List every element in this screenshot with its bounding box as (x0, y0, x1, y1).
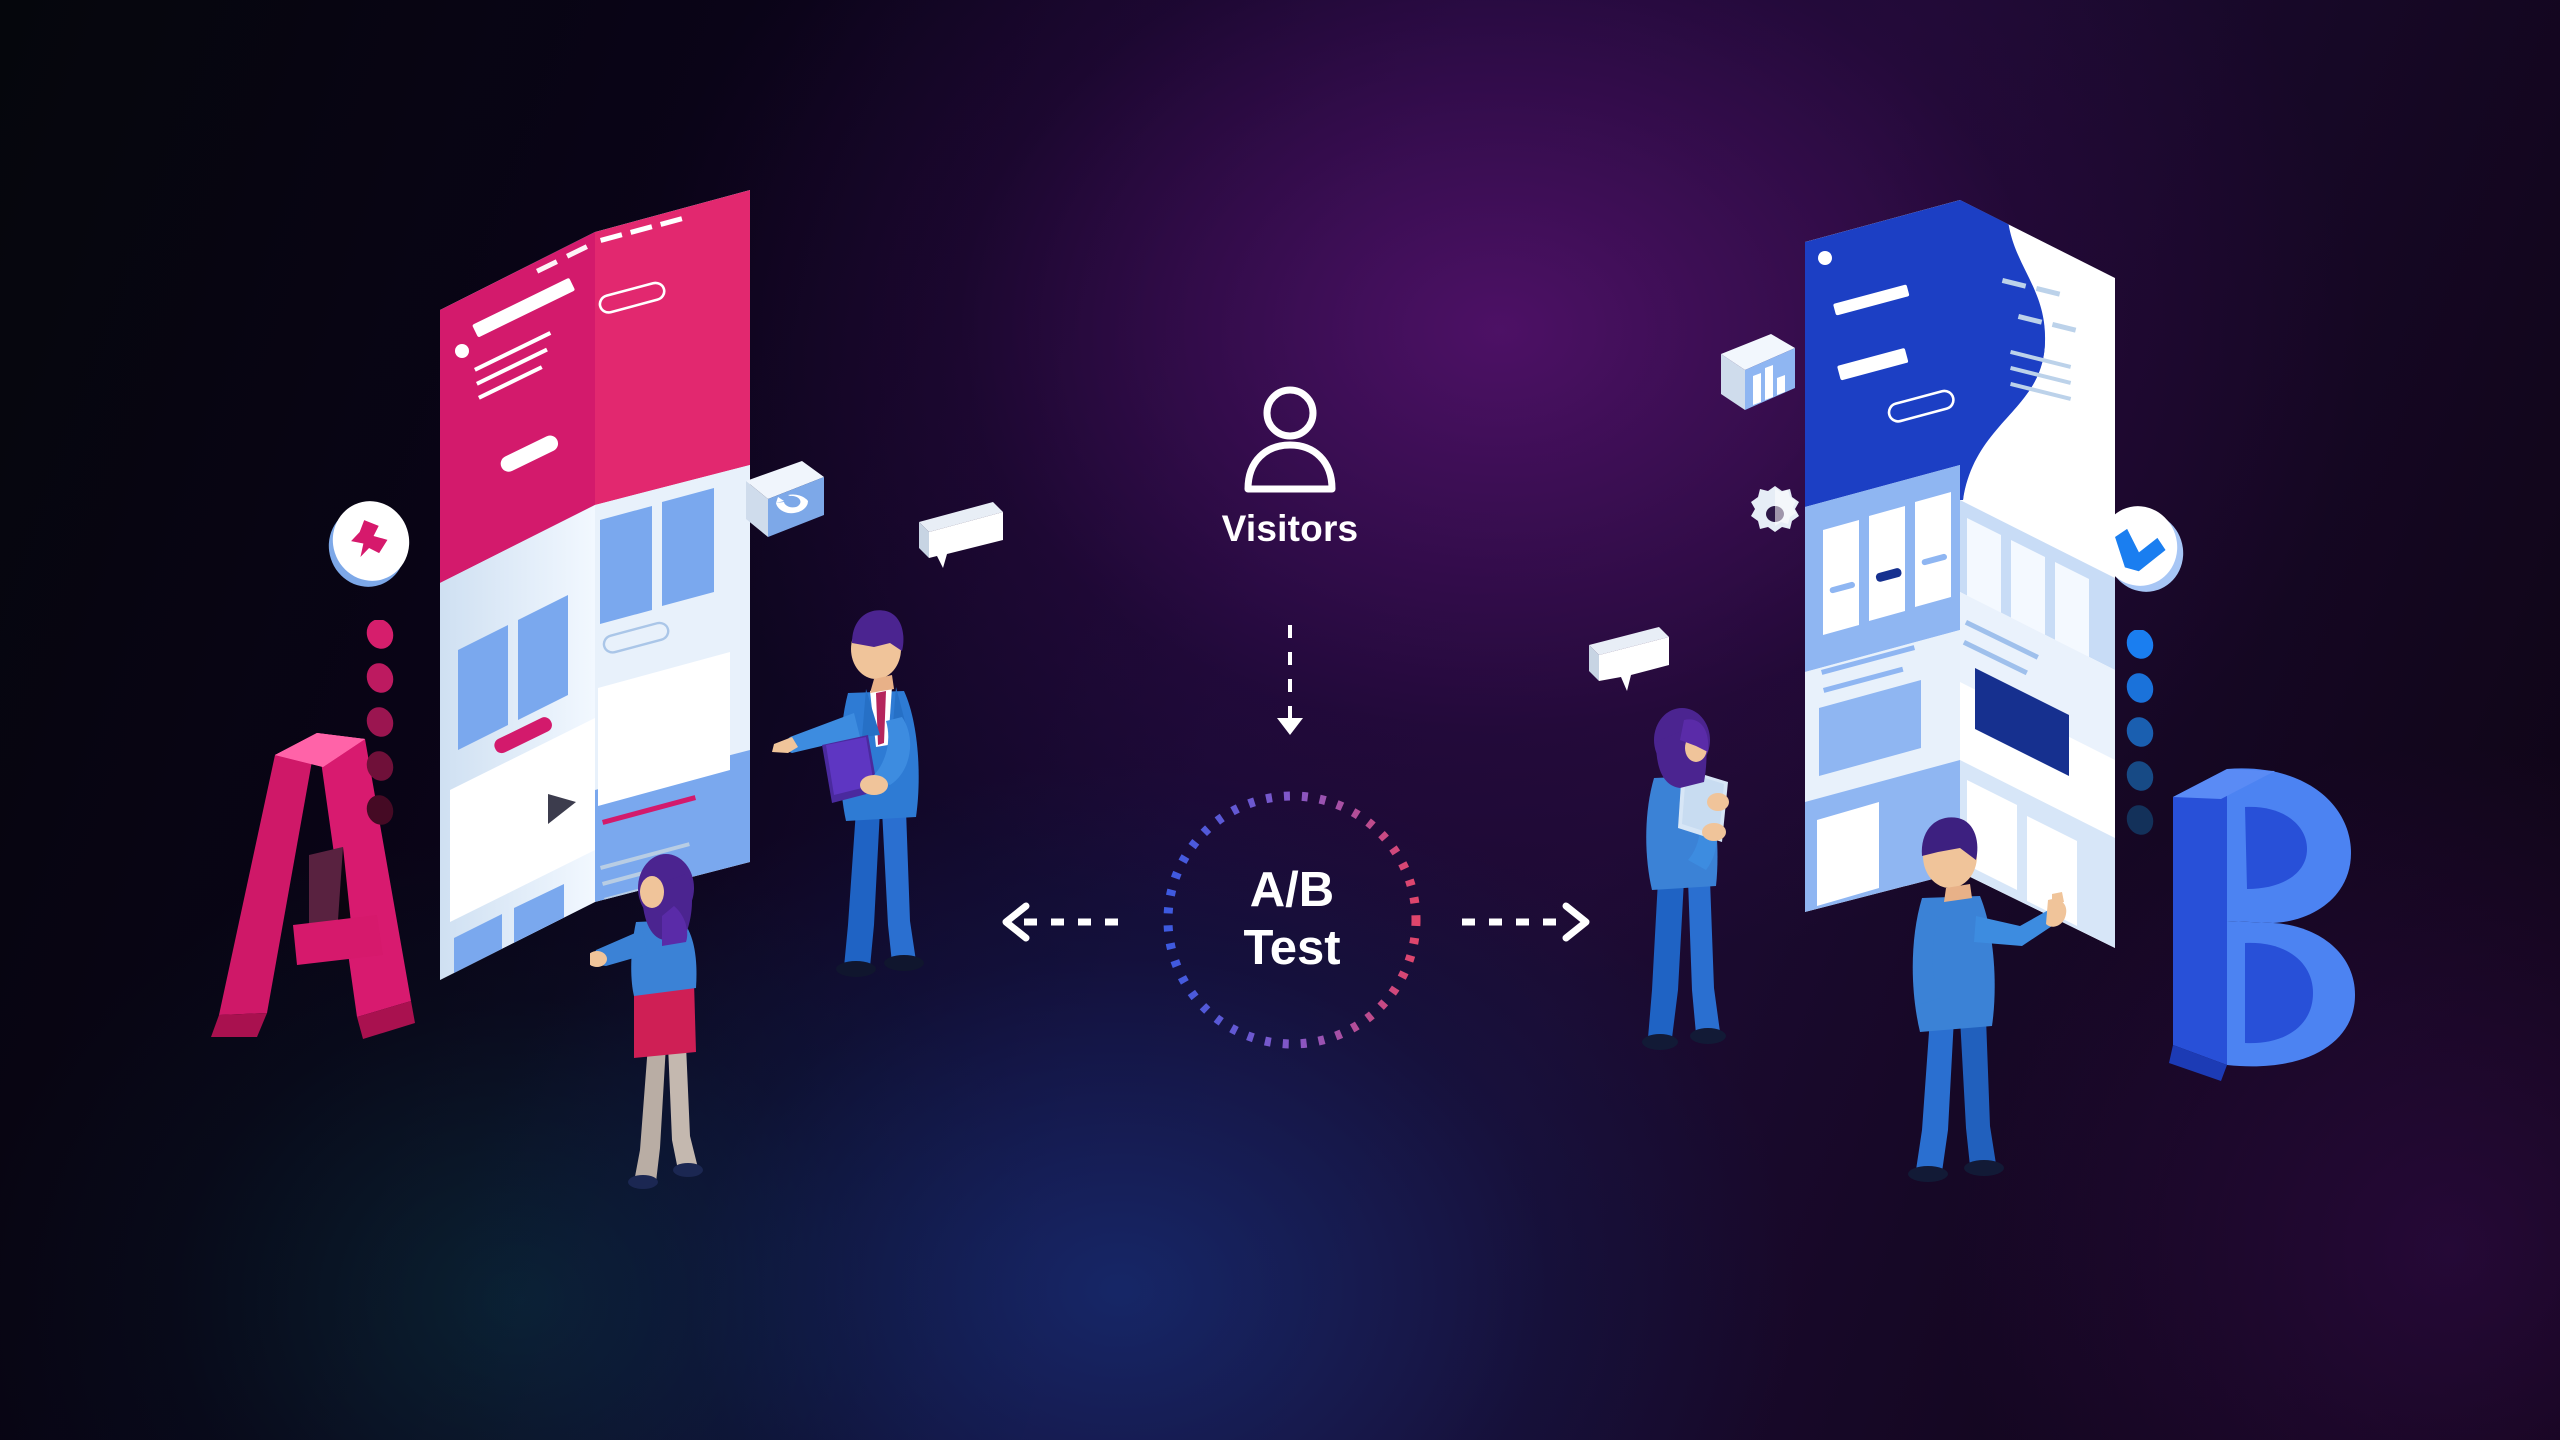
bar-chart-icon (1715, 330, 1801, 420)
user-icon (1244, 386, 1336, 493)
abtest-line-1: A/B (1249, 863, 1335, 918)
visitors-label: Visitors (1221, 508, 1359, 549)
variant-b-badge (2095, 500, 2187, 596)
speech-bubble-icon-right (1585, 625, 1671, 697)
variant-b-screen[interactable] (1805, 200, 2115, 1020)
check-icon (2115, 528, 2166, 572)
variant-b-tester-man (1880, 800, 2070, 1190)
visitors-block: Visitors (1200, 385, 1380, 550)
abtest-label-group: A/B Test (1157, 785, 1427, 1055)
variant-a-letter (205, 715, 445, 1045)
variant-b-dot-trail (2120, 629, 2160, 845)
variant-a-presenter-man (770, 595, 980, 995)
variant-a-screen[interactable] (440, 190, 750, 1020)
cross-icon (345, 518, 396, 561)
pie-chart-icon (740, 455, 830, 545)
variant-a-dot-trail (360, 619, 400, 830)
variant-b-analyst-woman (1610, 690, 1770, 1070)
variant-b-letter (2155, 745, 2415, 1085)
visitors-flow-dashes (1288, 625, 1292, 733)
variant-a-badge (325, 495, 415, 590)
abtest-circle[interactable]: A/B Test (1157, 785, 1427, 1055)
visitors-flow-arrowhead (1277, 718, 1303, 735)
abtest-line-2: Test (1243, 921, 1341, 975)
variant-a-reviewer-woman (587, 830, 750, 1190)
flow-arrow-left (996, 900, 1136, 944)
flow-arrow-right (1456, 900, 1596, 944)
speech-bubble-icon-left (915, 500, 1005, 575)
gear-icon (1742, 480, 1808, 546)
